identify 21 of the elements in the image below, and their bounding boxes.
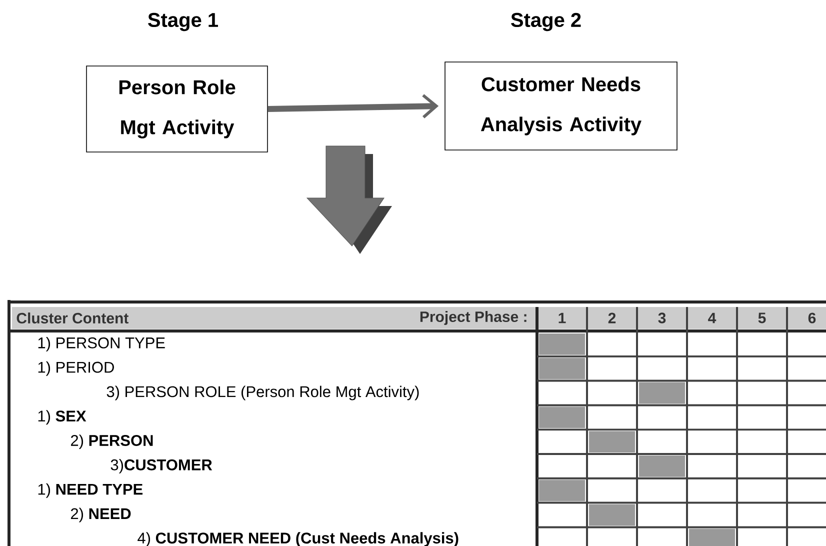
phase-number: 6 [808, 312, 816, 324]
activity-box: Customer Needs Analysis Activity [444, 62, 678, 150]
cluster-row-text: 1) PERIOD [38, 361, 114, 376]
cluster-row-text: 1) NEED TYPE [38, 483, 143, 498]
column-header: Project Phase : [420, 311, 526, 325]
arrow [268, 94, 439, 118]
stage-heading: Stage 2 [511, 12, 581, 32]
activity-box: Person Role Mgt Activity [86, 66, 268, 152]
cluster-row-text: 3)CUSTOMER [110, 459, 212, 474]
phase-number: 2 [608, 312, 616, 324]
cluster-row-text: 1) SEX [38, 410, 86, 425]
phase-number: 4 [708, 312, 716, 324]
cluster-row-text: 3) PERSON ROLE (Person Role Mgt Activity) [106, 386, 419, 400]
cluster-row-text: 1) PERSON TYPE [38, 336, 165, 352]
phase-number: 1 [558, 312, 566, 324]
phase-number: 3 [658, 312, 666, 324]
cluster-row-text: 2) PERSON [70, 434, 153, 450]
cluster-row-text: 2) NEED [70, 508, 131, 522]
phase-number: 5 [758, 312, 766, 324]
stage-heading: Stage 1 [148, 12, 218, 32]
column-header: Cluster Content [16, 312, 128, 324]
